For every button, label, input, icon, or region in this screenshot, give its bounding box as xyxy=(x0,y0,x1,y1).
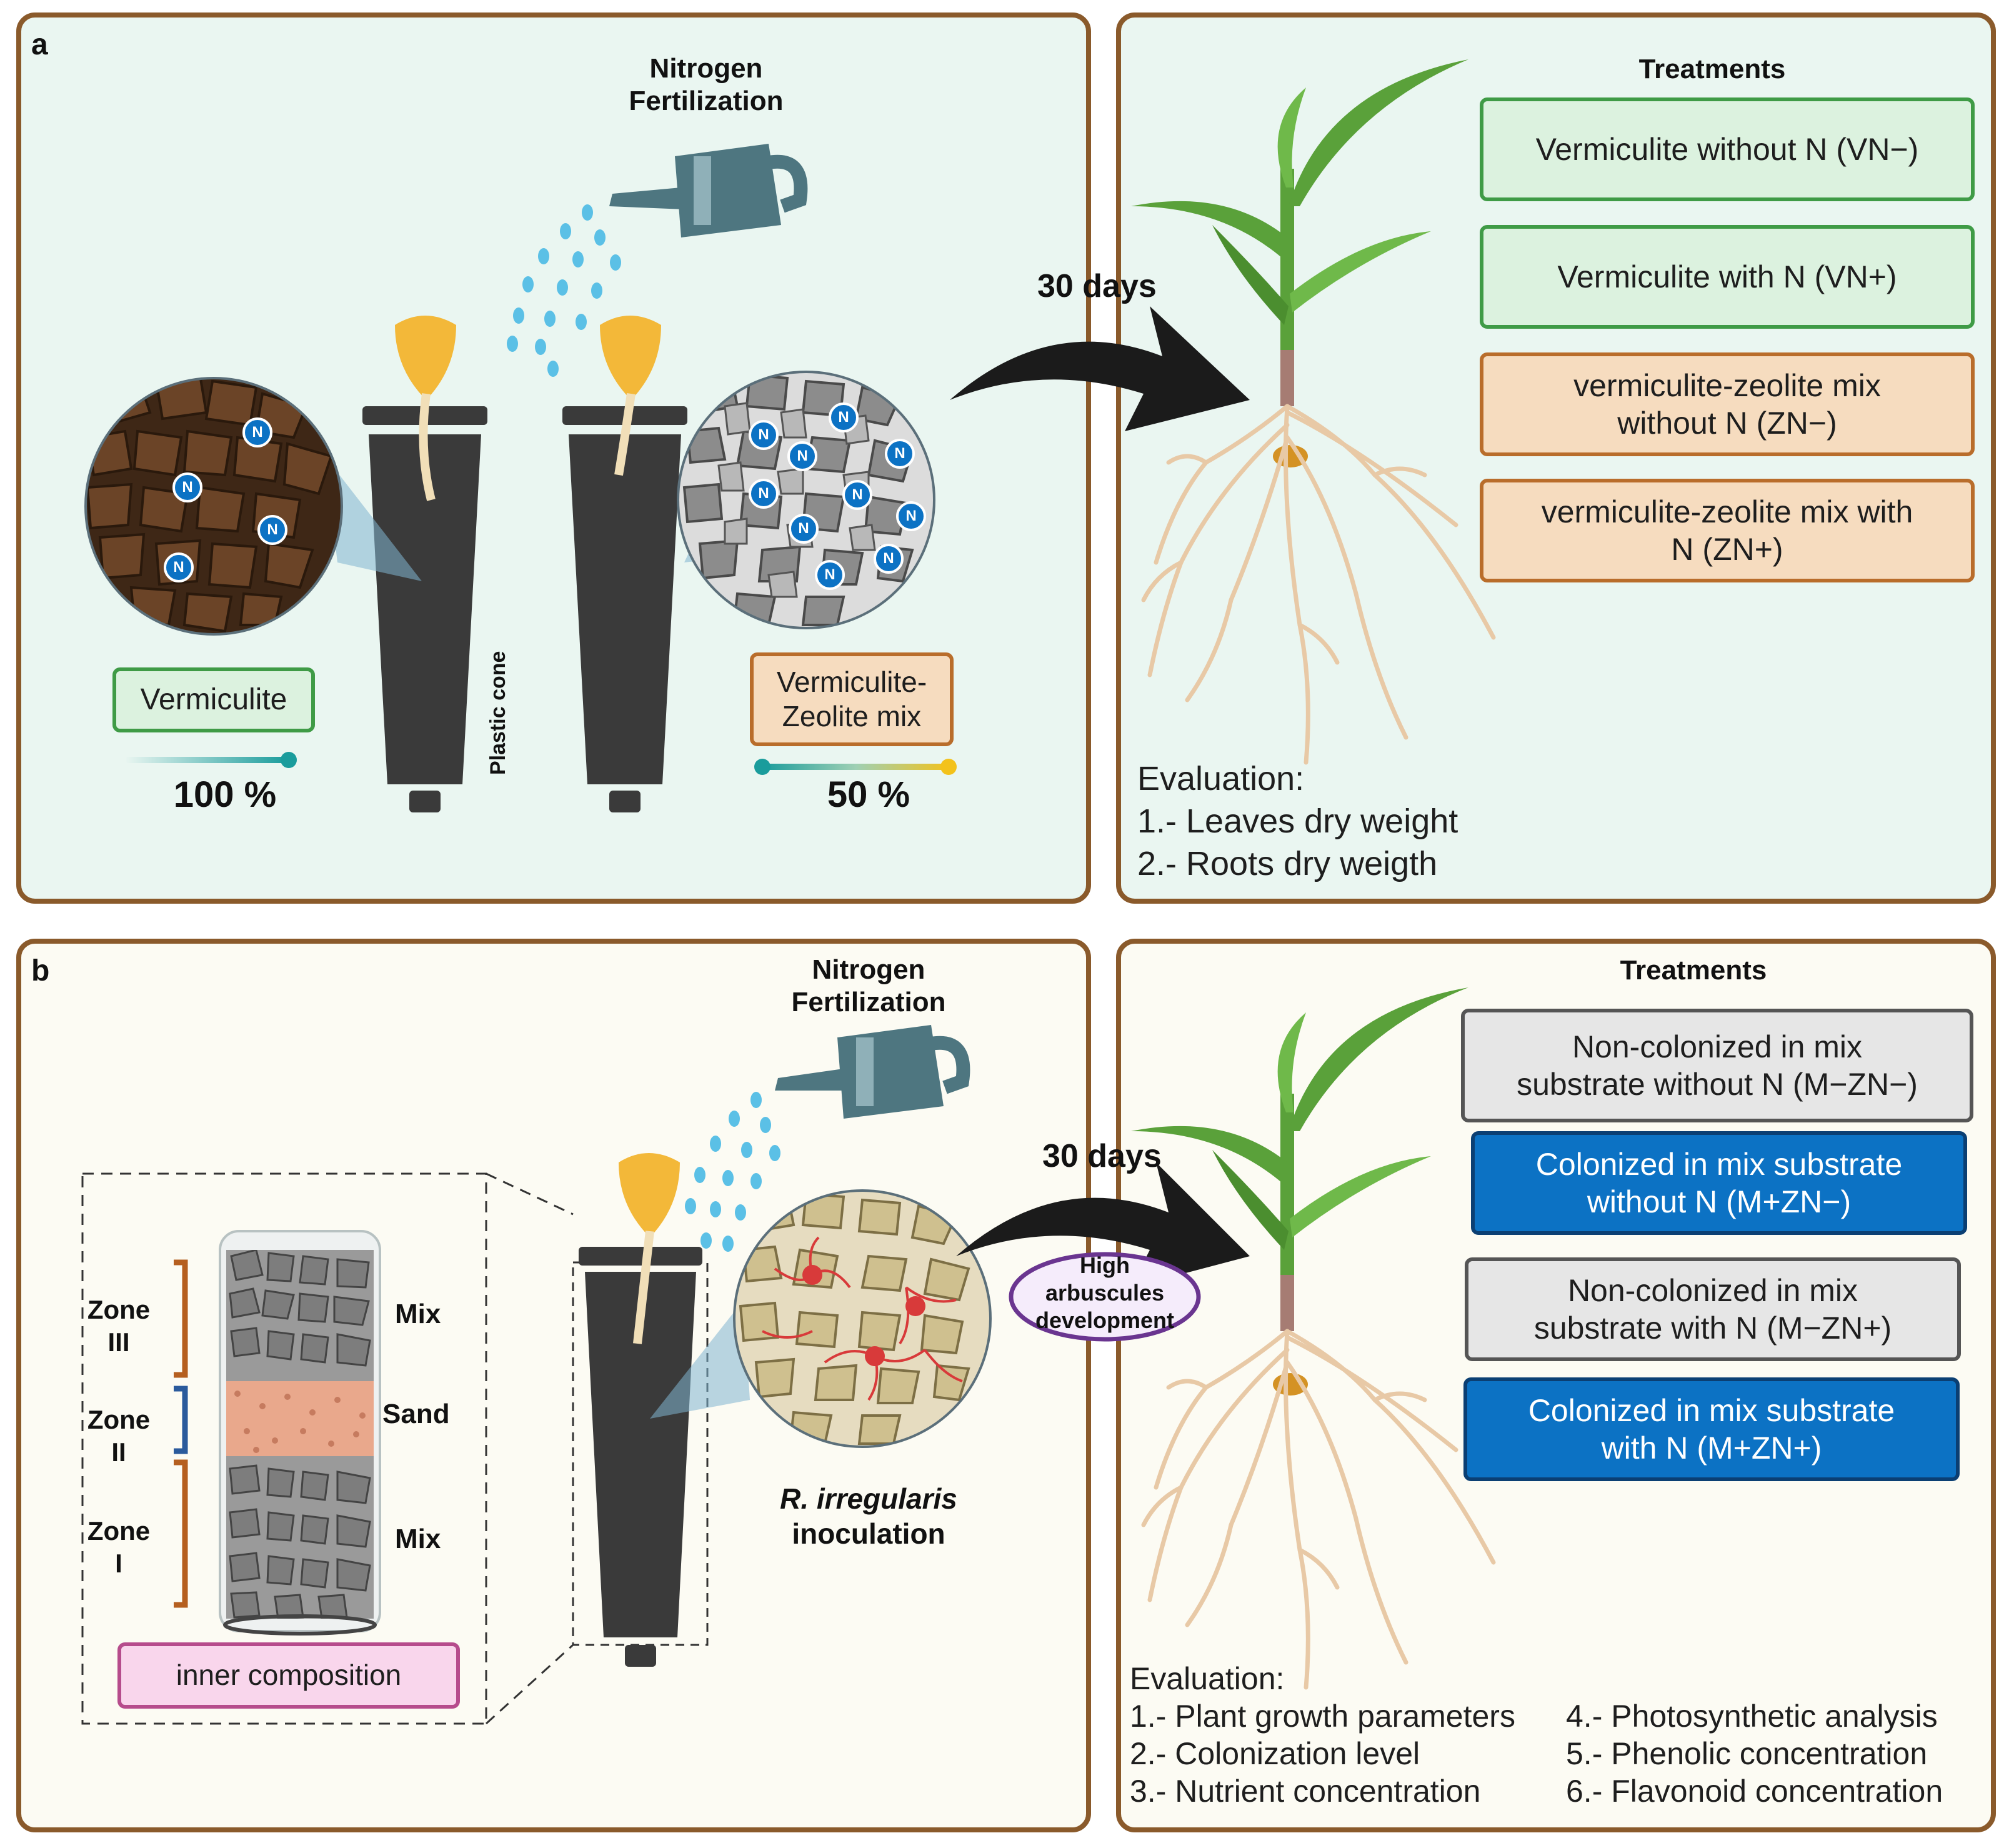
arrow-30-days-a xyxy=(950,306,1250,431)
arrow-30-days-b xyxy=(956,1162,1250,1287)
evaluation-b-item-2: 2.- Colonization level xyxy=(1130,1736,1420,1771)
evaluation-b-item-3: 3.- Nutrient concentration xyxy=(1130,1774,1481,1809)
nitrogen-fertilization-a: Nitrogen Fertilization xyxy=(629,53,784,116)
plastic-cone-label: Plastic cone xyxy=(486,651,510,775)
corn-plant-icon-a xyxy=(1131,59,1496,765)
corn-seed-icon-b xyxy=(619,1153,680,1344)
watering-can-icon-a xyxy=(609,144,808,237)
watering-can-icon-b xyxy=(775,1025,970,1119)
mix-ratio-bar xyxy=(754,759,957,775)
vermiculite-magnified xyxy=(84,377,343,636)
plastic-cone-right xyxy=(562,406,687,812)
days-label-b: 30 days xyxy=(1042,1138,1162,1174)
zeolite-mix-magnified xyxy=(677,371,935,629)
layer-mix-bottom: Mix xyxy=(395,1524,441,1554)
n-ion-icon: N xyxy=(257,515,287,545)
vermiculite-ratio-bar xyxy=(125,752,297,768)
n-ion-icon: N xyxy=(885,439,915,469)
plastic-cone-left xyxy=(362,406,487,812)
mix-percent: 50 % xyxy=(827,774,910,815)
evaluation-title-b: Evaluation: xyxy=(1130,1661,1285,1696)
vermiculite-label: Vermiculite xyxy=(112,667,315,732)
evaluation-b-item-4: 4.- Photosynthetic analysis xyxy=(1566,1699,1938,1734)
panel-letter-b: b xyxy=(31,954,50,987)
layer-sand: Sand xyxy=(382,1399,450,1429)
evaluation-a: Evaluation: 1.- Leaves dry weight 2.- Ro… xyxy=(1137,757,1458,885)
evaluation-a-item-1: 1.- Leaves dry weight xyxy=(1137,802,1458,840)
evaluation-b-item-5: 5.- Phenolic concentration xyxy=(1566,1736,1928,1771)
corn-seed-icon-left xyxy=(395,316,456,501)
zone-ii-bracket xyxy=(174,1386,188,1454)
plastic-cone-b xyxy=(579,1247,702,1667)
zone-i-label: Zone I xyxy=(87,1516,151,1578)
treatments-title-b: Treatments xyxy=(1620,955,1767,986)
zoom-box xyxy=(81,1172,487,1725)
panel-letter-a: a xyxy=(31,28,48,61)
n-ion-icon: N xyxy=(842,480,872,510)
treatment-b-2: Colonized in mix substrate without N (M+… xyxy=(1471,1131,1967,1235)
n-ion-icon: N xyxy=(172,472,202,502)
inoculation-label: R. irregularis inoculation xyxy=(744,1481,994,1551)
n-ion-icon: N xyxy=(829,402,859,432)
n-ion-icon: N xyxy=(789,514,819,544)
zone-ii-label: Zone II xyxy=(87,1405,151,1467)
zone-iii-bracket xyxy=(174,1259,188,1378)
evaluation-a-item-2: 2.- Roots dry weigth xyxy=(1137,845,1438,882)
zone-iii-label: Zone III xyxy=(87,1295,151,1357)
n-ion-icon: N xyxy=(896,501,926,531)
inoculation-species: R. irregularis xyxy=(780,1482,957,1515)
n-ion-icon: N xyxy=(164,552,194,582)
n-ion-icon: N xyxy=(787,441,817,471)
treatments-title-a: Treatments xyxy=(1638,54,1786,84)
inoculation-word: inoculation xyxy=(792,1517,945,1550)
treatment-b-4: Colonized in mix substrate with N (M+ZN+… xyxy=(1463,1377,1960,1481)
n-ion-icon: N xyxy=(749,420,779,450)
vermiculite-percent: 100 % xyxy=(173,774,277,815)
days-label-a: 30 days xyxy=(1037,268,1157,304)
zone-i-bracket xyxy=(174,1459,188,1608)
evaluation-b-left: 1.- Plant growth parameters 2.- Coloniza… xyxy=(1130,1697,1515,1810)
inner-composition-label: inner composition xyxy=(117,1642,460,1709)
layer-mix-top: Mix xyxy=(395,1299,441,1329)
arbuscules-ellipse xyxy=(1009,1252,1201,1342)
corn-plant-icon-b xyxy=(1131,987,1496,1690)
corn-seed-icon-right xyxy=(600,316,661,476)
n-ion-icon: N xyxy=(242,417,272,447)
n-ion-icon: N xyxy=(874,544,904,574)
evaluation-b-item-1: 1.- Plant growth parameters xyxy=(1130,1699,1515,1734)
mix-label: Vermiculite- Zeolite mix xyxy=(750,652,954,746)
water-drops-icon-a xyxy=(507,204,621,377)
treatment-a-2: Vermiculite with N (VN+) xyxy=(1480,225,1975,329)
nitrogen-fertilization-b: Nitrogen Fertilization xyxy=(791,954,946,1017)
evaluation-b-right: 4.- Photosynthetic analysis 5.- Phenolic… xyxy=(1566,1697,1943,1810)
treatment-a-4: vermiculite-zeolite mix with N (ZN+) xyxy=(1480,479,1975,582)
n-ion-icon: N xyxy=(749,479,779,509)
treatment-b-3: Non-colonized in mix substrate with N (M… xyxy=(1465,1257,1961,1361)
n-ion-icon: N xyxy=(815,560,845,590)
substrate-column xyxy=(219,1230,381,1636)
evaluation-title-a: Evaluation: xyxy=(1137,760,1305,797)
water-drops-icon-b xyxy=(685,1092,780,1252)
evaluation-b-item-6: 6.- Flavonoid concentration xyxy=(1566,1774,1943,1809)
arbuscules-label: High arbuscules development xyxy=(1035,1252,1175,1333)
r-irregularis-magnified xyxy=(733,1189,992,1448)
treatment-b-1: Non-colonized in mix substrate without N… xyxy=(1461,1009,1973,1122)
treatment-a-1: Vermiculite without N (VN−) xyxy=(1480,97,1975,201)
treatment-a-3: vermiculite-zeolite mix without N (ZN−) xyxy=(1480,352,1975,456)
